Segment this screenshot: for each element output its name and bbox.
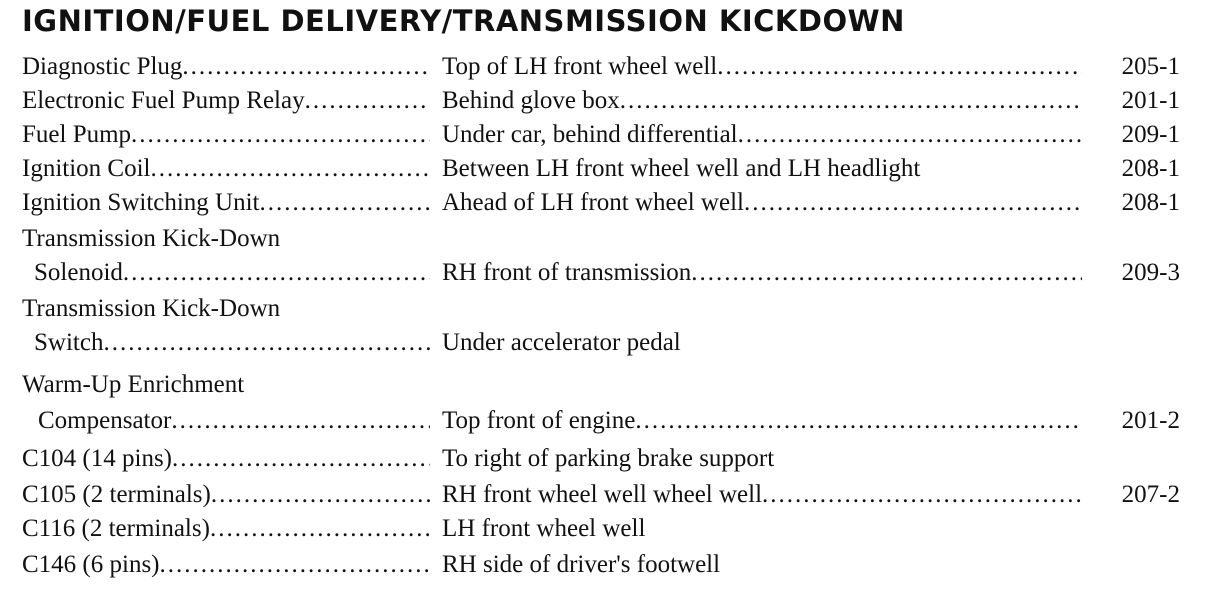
leader-dots xyxy=(150,152,430,186)
component-name: Transmission Kick-Down xyxy=(22,225,281,252)
leader-dots xyxy=(305,84,430,118)
table-row: Ignition Switching Unit Ahead of LH fron… xyxy=(0,186,1216,220)
table-row: Warm-Up Enrichment xyxy=(0,368,1216,402)
table-row: Fuel Pump Under car, behind differential… xyxy=(0,118,1216,152)
table-row: Ignition Coil Between LH front wheel wel… xyxy=(0,152,1216,186)
leader-dots xyxy=(260,186,431,220)
component-name: Ignition Switching Unit xyxy=(22,189,260,216)
page-reference: 209-3 xyxy=(1121,259,1180,286)
leader-dots xyxy=(160,548,431,582)
page-reference: 208-1 xyxy=(1121,189,1180,216)
component-name: C146 (6 pins) xyxy=(22,551,160,578)
component-name-continued: Solenoid xyxy=(34,259,123,286)
leader-dots xyxy=(103,326,430,360)
component-name-continued: Switch xyxy=(34,329,104,356)
section-heading: IGNITION/FUEL DELIVERY/TRANSMISSION KICK… xyxy=(22,4,905,38)
page-reference: 209-1 xyxy=(1121,121,1180,148)
component-name: C116 (2 terminals) xyxy=(22,515,210,542)
leader-dots xyxy=(123,256,430,290)
page-reference: 207-2 xyxy=(1121,481,1180,508)
table-row: C105 (2 terminals) RH front wheel well w… xyxy=(0,478,1216,512)
component-name: C105 (2 terminals) xyxy=(22,481,211,508)
leader-dots xyxy=(691,256,1082,290)
component-name: Ignition Coil xyxy=(22,155,151,182)
leader-dots xyxy=(738,118,1082,152)
leader-dots xyxy=(171,404,430,438)
component-location: Behind glove box xyxy=(442,87,620,114)
leader-dots xyxy=(211,478,430,512)
component-location: Top of LH front wheel well xyxy=(442,53,718,80)
component-name: Transmission Kick-Down xyxy=(22,295,281,322)
component-location: RH side of driver's footwell xyxy=(442,551,721,578)
component-name: Diagnostic Plug xyxy=(22,53,183,80)
component-location: To right of parking brake support xyxy=(442,445,775,472)
page-reference: 201-1 xyxy=(1121,87,1180,114)
table-row: C116 (2 terminals) LH front wheel well xyxy=(0,512,1216,546)
component-name: Electronic Fuel Pump Relay xyxy=(22,87,305,114)
component-location: RH front of transmission xyxy=(442,259,692,286)
page-reference: 208-1 xyxy=(1121,155,1180,182)
table-row-continuation: Compensator Top front of engine 201-2 xyxy=(0,404,1216,438)
table-row: C104 (14 pins) To right of parking brake… xyxy=(0,442,1216,476)
leader-dots xyxy=(744,186,1082,220)
leader-dots xyxy=(762,478,1082,512)
page-reference: 201-2 xyxy=(1121,407,1180,434)
component-location: LH front wheel well xyxy=(442,515,646,542)
component-name: C104 (14 pins) xyxy=(22,445,172,472)
component-location: Under car, behind differential xyxy=(442,121,738,148)
component-name: Fuel Pump xyxy=(22,121,132,148)
component-name-continued: Compensator xyxy=(38,407,172,434)
leader-dots xyxy=(620,84,1082,118)
leader-dots xyxy=(635,404,1082,438)
table-row-continuation: Switch Under accelerator pedal xyxy=(0,326,1216,360)
table-row: Transmission Kick-Down xyxy=(0,292,1216,326)
page-reference: 205-1 xyxy=(1121,53,1180,80)
table-row: Transmission Kick-Down xyxy=(0,222,1216,256)
leader-dots xyxy=(172,442,430,476)
component-location: Under accelerator pedal xyxy=(442,329,681,356)
component-location: RH front wheel well wheel well xyxy=(442,481,763,508)
component-location: Ahead of LH front wheel well xyxy=(442,189,744,216)
table-row-continuation: Solenoid RH front of transmission 209-3 xyxy=(0,256,1216,290)
table-row: Electronic Fuel Pump Relay Behind glove … xyxy=(0,84,1216,118)
component-location: Between LH front wheel well and LH headl… xyxy=(442,155,921,182)
table-row: C146 (6 pins) RH side of driver's footwe… xyxy=(0,548,1216,582)
component-name: Warm-Up Enrichment xyxy=(22,371,245,398)
table-row: Diagnostic Plug Top of LH front wheel we… xyxy=(0,50,1216,84)
leader-dots xyxy=(182,50,430,84)
component-location: Top front of engine xyxy=(442,407,636,434)
leader-dots xyxy=(717,50,1082,84)
leader-dots xyxy=(131,118,430,152)
leader-dots xyxy=(210,512,430,546)
